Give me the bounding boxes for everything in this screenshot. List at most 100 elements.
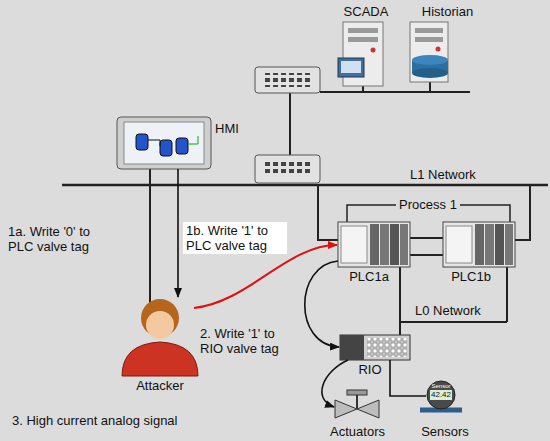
historian-server-part [412,55,448,65]
node-label: RIO [358,362,381,377]
actuator-node: Actuators [335,390,380,422]
plc-rack-part [475,224,484,265]
hmi-panel-part [117,117,211,169]
node-label: SCADA [344,4,389,19]
remote-io-part [340,335,410,360]
plc-rack-part [341,226,367,263]
plc-rack-part [446,226,472,263]
scada-server-part [348,37,378,42]
network-wires-part [506,267,508,322]
node-label: Historian [422,4,473,19]
plc-rack-part [400,224,408,265]
signal-arrow [322,360,348,407]
plc-rack-part [443,222,515,267]
group-label: Process 1 [396,197,460,213]
sensor-gauge [420,381,462,410]
step-label: 2. Write '1' to RIO valve tag [200,326,300,356]
plc-rack [338,222,410,267]
sensor-reading: 42.42 [431,390,451,400]
attacker-figure [122,299,198,376]
remote-io-part [367,338,407,357]
historian-server-part [415,37,443,42]
plc-rack-part [495,224,504,265]
network-wires-part [149,185,151,303]
historian-server-part [436,47,441,52]
node-label: PLC1b [451,269,491,284]
plc-rack-part [338,222,410,267]
step-label: 1a. Write '0' to PLC valve tag [8,224,106,254]
sensor-gauge-part [430,390,452,400]
scada-server-part [338,58,364,77]
network-wires-part [149,169,151,185]
valve-actuator-part [335,400,357,418]
plc-rack-part [370,224,379,265]
network-wires-part [62,184,548,187]
historian-server [410,22,448,82]
valve-actuator [335,390,379,418]
scada-server-part [371,48,376,53]
historian-server-part [412,68,448,78]
server-node: SCADA [338,22,388,88]
server-node: Historian [405,22,450,82]
hmi-panel-part [160,140,172,156]
network-label: L1 Network [410,167,476,183]
remote-io-part [340,335,364,360]
network-label: L0 Network [415,303,481,319]
network-wires-part [410,237,443,239]
rio-node: RIO [340,333,410,360]
network-wires-part [410,254,443,256]
network-wires-part [399,267,401,335]
plc-node: PLC1b [443,222,515,267]
attacker-node: Attacker [118,298,202,376]
hmi-panel-part [148,140,160,146]
hmi-panel-part [188,136,198,144]
network-switch-part [262,73,312,87]
signal-arrow [305,261,339,347]
hmi-panel-part [176,138,188,154]
network-wires-part [400,321,507,323]
scada-server-part [341,61,361,73]
hmi-panel-part [136,134,148,150]
plc-rack-part [505,224,513,265]
valve-actuator-part [357,400,379,418]
network-switch [255,67,320,93]
node-label: Sensors [421,424,469,439]
hmi-panel [117,117,211,169]
historian-server-part [410,22,448,82]
signal-arrow [390,360,426,396]
plc-rack-part [380,224,389,265]
network-wires-part [289,93,291,155]
scada-server-part [348,28,378,33]
node-label: Attacker [136,378,184,393]
step-label: 1b. Write '1' to PLC valve tag [183,222,287,254]
remote-io [340,335,410,360]
step-label: 3. High current analog signal [12,413,178,428]
network-wires-part [320,91,470,93]
node-label: PLC1a [349,269,389,284]
historian-server-part [415,28,443,33]
network-switch-part [255,155,320,183]
network-switch-part [262,162,312,176]
network-wires-part [318,185,338,240]
plc-node: PLC1a [338,222,410,267]
valve-actuator-part [347,390,367,395]
plc-rack-part [485,224,494,265]
hmi-node: HMI [117,117,211,169]
plc-rack [443,222,515,267]
signal-arrow [177,169,179,297]
node-label: Actuators [330,424,385,439]
network-switch-part [255,67,320,93]
attacker-figure-part [122,342,198,376]
node-label: HMI [215,121,239,136]
network-wires-part [515,185,530,240]
sensor-gauge-part [427,381,455,409]
network-switch [255,155,320,183]
attacker-figure-part [146,311,174,339]
valve-actuator-part [356,395,358,409]
network-wires-part [429,82,431,92]
hmi-panel-part [124,122,204,164]
device-marking: Sensor [431,383,450,390]
